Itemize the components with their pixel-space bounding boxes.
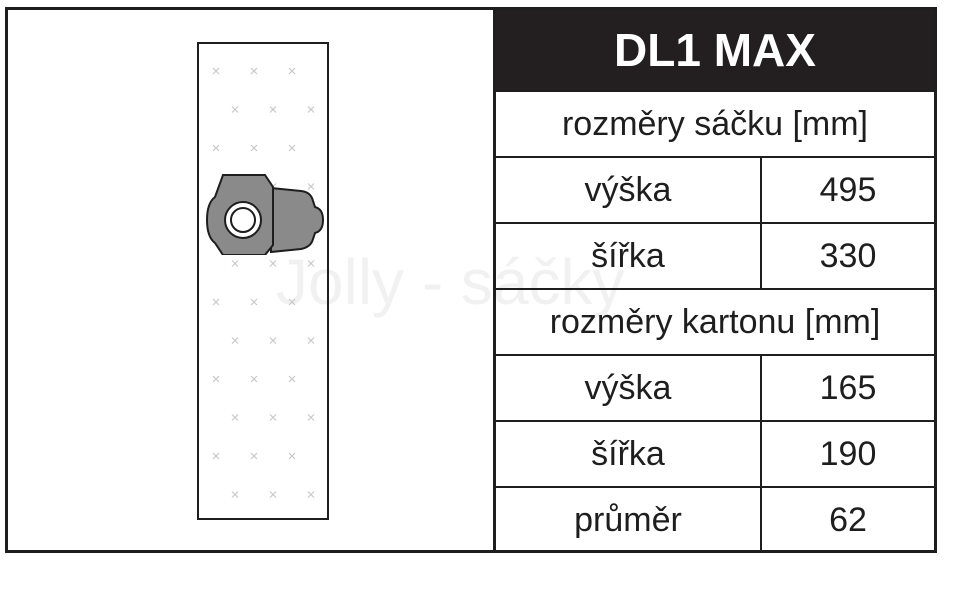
carton-width-label: šířka bbox=[496, 422, 762, 486]
carton-height-label: výška bbox=[496, 356, 762, 420]
perforation-mark bbox=[250, 67, 258, 75]
watermark-text: Jolly - sáčky bbox=[276, 246, 625, 318]
product-card: Jolly - sáčky DL1 MAX rozměry sáčku [mm]… bbox=[5, 7, 937, 553]
perforation-mark bbox=[250, 144, 258, 152]
perforation-mark bbox=[307, 260, 315, 267]
bag-height-label: výška bbox=[496, 158, 762, 222]
perforation-mark bbox=[250, 298, 258, 306]
bag-width-label: šířka bbox=[496, 224, 762, 288]
perforation-mark bbox=[212, 144, 220, 152]
perforation-mark bbox=[250, 452, 258, 460]
product-title: DL1 MAX bbox=[496, 10, 934, 90]
perforation-mark bbox=[269, 491, 277, 498]
carton-dimensions-header: rozměry kartonu [mm] bbox=[496, 288, 934, 354]
perforation-mark bbox=[288, 375, 296, 383]
perforation-mark bbox=[231, 260, 239, 267]
table-row: šířka 190 bbox=[496, 420, 934, 486]
perforation-mark bbox=[269, 414, 277, 421]
perforation-mark bbox=[269, 337, 277, 344]
bag-dimensions-header: rozměry sáčku [mm] bbox=[496, 90, 934, 156]
perforation-mark bbox=[288, 144, 296, 152]
perforation-mark bbox=[288, 67, 296, 75]
table-row: průměr 62 bbox=[496, 486, 934, 552]
perforation-mark bbox=[288, 452, 296, 460]
bag-collar-icon bbox=[205, 174, 325, 255]
bag-perforation-pattern bbox=[212, 67, 315, 498]
bag-illustration-panel: Jolly - sáčky bbox=[8, 10, 625, 550]
perforation-mark bbox=[212, 452, 220, 460]
perforation-mark bbox=[231, 414, 239, 421]
perforation-mark bbox=[231, 491, 239, 498]
perforation-mark bbox=[269, 260, 277, 267]
perforation-mark bbox=[250, 375, 258, 383]
table-row: výška 495 bbox=[496, 156, 934, 222]
perforation-mark bbox=[288, 298, 296, 306]
perforation-mark bbox=[307, 183, 315, 190]
bag-width-value: 330 bbox=[819, 236, 877, 275]
perforation-mark bbox=[307, 106, 315, 113]
bag-height-value: 495 bbox=[819, 170, 877, 209]
perforation-mark bbox=[231, 106, 239, 113]
panel-divider bbox=[493, 10, 496, 550]
perforation-mark bbox=[231, 337, 239, 344]
dimensions-table: DL1 MAX rozměry sáčku [mm] výška 495 šíř… bbox=[496, 10, 934, 552]
perforation-mark bbox=[212, 298, 220, 306]
dust-bag-illustration bbox=[197, 42, 329, 520]
table-row: šířka 330 bbox=[496, 222, 934, 288]
carton-height-value: 165 bbox=[819, 368, 877, 407]
perforation-mark bbox=[307, 414, 315, 421]
perforation-mark bbox=[212, 375, 220, 383]
table-row: výška 165 bbox=[496, 354, 934, 420]
carton-diameter-label: průměr bbox=[496, 488, 762, 552]
perforation-mark bbox=[212, 67, 220, 75]
perforation-mark bbox=[307, 491, 315, 498]
carton-diameter-value: 62 bbox=[829, 500, 867, 539]
perforation-mark bbox=[269, 106, 277, 113]
perforation-mark bbox=[307, 337, 315, 344]
carton-width-value: 190 bbox=[819, 434, 877, 473]
